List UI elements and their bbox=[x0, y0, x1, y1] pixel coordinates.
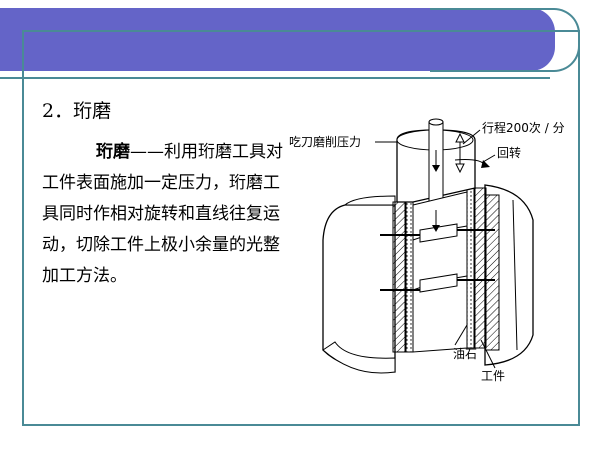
section-heading: 2．珩磨 bbox=[42, 96, 111, 123]
label-workpiece: 工件 bbox=[481, 369, 505, 383]
title-band-underline bbox=[0, 77, 550, 79]
honing-diagram: 吃刀磨削压力 行程200次 / 分 回转 油石 工件 bbox=[289, 118, 565, 383]
label-pressure: 吃刀磨削压力 bbox=[289, 135, 361, 149]
workpiece-shape bbox=[322, 184, 534, 374]
section-title: 珩磨 bbox=[73, 100, 112, 122]
label-oilstone: 油石 bbox=[453, 347, 477, 361]
section-number: 2． bbox=[42, 100, 74, 122]
honing-tool-shape bbox=[375, 118, 496, 369]
definition-term: 珩磨 bbox=[96, 142, 130, 162]
content-frame bbox=[22, 30, 580, 426]
label-stroke: 行程200次 / 分 bbox=[482, 120, 565, 135]
title-band bbox=[0, 8, 555, 71]
definition-text: 利用珩磨工具对工件表面施加一定压力，珩磨工具同时作相对旋转和直线往复运动，切除工… bbox=[42, 142, 283, 286]
label-rotate: 回转 bbox=[497, 145, 521, 160]
definition-dash: —— bbox=[130, 142, 164, 162]
definition-paragraph: 珩磨——利用珩磨工具对工件表面施加一定压力，珩磨工具同时作相对旋转和直线往复运动… bbox=[42, 137, 292, 292]
